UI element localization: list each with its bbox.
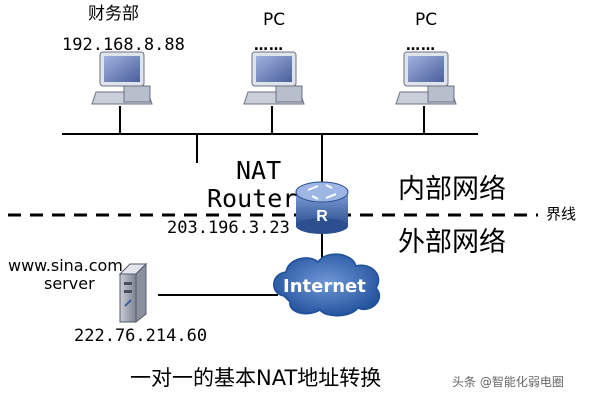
server-icon bbox=[118, 262, 148, 324]
pc-1-icon bbox=[91, 51, 153, 105]
router-label-line1: NAT bbox=[236, 156, 282, 185]
pc-3-title: PC bbox=[415, 10, 438, 30]
pc-3-icon bbox=[395, 51, 457, 105]
router-icon: R bbox=[295, 181, 349, 234]
pc-3-ip: …… bbox=[406, 38, 436, 54]
boundary-label: 界线 bbox=[546, 205, 577, 223]
diagram-caption: 一对一的基本NAT地址转换 bbox=[130, 366, 382, 390]
outside-network-label: 外部网络 bbox=[398, 227, 506, 258]
svg-text:R: R bbox=[316, 208, 328, 225]
internet-label: Internet bbox=[283, 276, 366, 297]
server-role: server bbox=[44, 274, 95, 293]
pc-1-title: 财务部 bbox=[88, 4, 139, 24]
server-name: www.sina.com bbox=[8, 256, 123, 275]
pc-1-ip: 192.168.8.88 bbox=[62, 35, 185, 55]
pc-2-ip: …… bbox=[254, 38, 284, 54]
router-label-line2: Router bbox=[207, 184, 298, 213]
inside-network-label: 内部网络 bbox=[398, 174, 506, 205]
pc-2-title: PC bbox=[263, 10, 286, 30]
watermark: 头条 @智能化弱电圈 bbox=[452, 375, 564, 389]
internet-cloud-icon bbox=[273, 253, 381, 317]
server-ip: 222.76.214.60 bbox=[74, 326, 208, 346]
router-ip: 203.196.3.23 bbox=[167, 218, 290, 238]
pc-2-icon bbox=[243, 51, 305, 105]
